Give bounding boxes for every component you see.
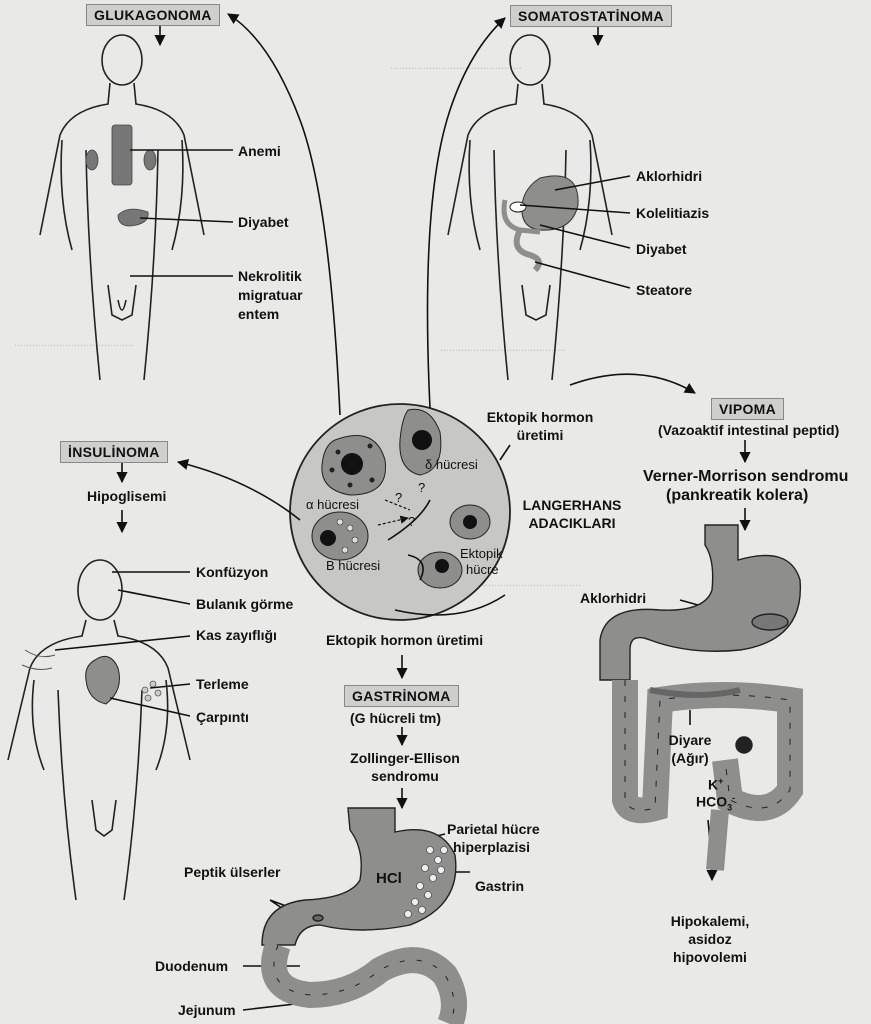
gastrinoma-duodenum: Duodenum (155, 958, 229, 974)
somatostatinoma-gi-organs (501, 175, 579, 273)
insulinoma-heart (21, 649, 162, 705)
somatostatinoma-symptom-achlorhydria: Aklorhidri (636, 168, 703, 184)
vipoma-title: VIPOMA (711, 398, 785, 420)
connector-arrows (54, 13, 771, 1011)
vipoma-diarrhea-1: Diyare (668, 732, 712, 748)
glucagonoma-symptom-diabetes: Diyabet (238, 214, 289, 230)
glucagonoma-symptom-rash-2: migratuar (238, 287, 303, 303)
ectopic-production-bottom: Ektopik hormon üretimi (326, 632, 484, 648)
potassium-symbol: K (708, 776, 719, 793)
glucagonoma-symptom-rash-3: entem (238, 306, 280, 322)
insulinoma-symptom-palpitation: Çarpıntı (196, 709, 249, 725)
insulinoma-hypoglycemia: Hipoglisemi (87, 488, 167, 504)
islet-title-1: LANGERHANS (522, 497, 622, 513)
ectopic-cell-label-2: hücre (466, 562, 499, 577)
gastrinoma-parietal-1: Parietal hücre (447, 821, 540, 837)
gastrinoma-gastrin: Gastrin (475, 878, 525, 894)
gastrinoma-title: GASTRİNOMA (344, 685, 459, 707)
bicarbonate-charge: - (732, 793, 736, 803)
islet-title-2: ADACIKLARI (528, 515, 616, 531)
glucagonoma-body-figure (39, 34, 205, 381)
vipoma-diarrhea-2: (Ağır) (671, 750, 709, 766)
vipoma-result-2: asidoz (688, 931, 732, 947)
langerhans-islet (289, 403, 511, 621)
insulinoma-title: İNSULİNOMA (60, 441, 168, 463)
bicarbonate-symbol: HCO (696, 793, 728, 810)
potassium-charge: + (718, 776, 724, 786)
ectopic-production-1: Ektopik hormon (486, 409, 594, 425)
gastrinoma-ulcers: Peptik ülserler (184, 864, 281, 880)
somatostatinoma-title: SOMATOSTATİNOMA (510, 5, 672, 27)
question-mark-2: ? (408, 514, 416, 529)
glucagonoma-symptom-rash-1: Nekrolitik (238, 268, 302, 284)
vipoma-result-1: Hipokalemi, (670, 913, 750, 929)
vipoma-stomach-colon (599, 524, 803, 871)
insulinoma-symptom-confusion: Konfüzyon (196, 564, 269, 580)
insulinoma-symptom-blurred-vision: Bulanık görme (196, 596, 294, 612)
gastrinoma-syndrome-2: sendromu (371, 768, 439, 784)
gastrinoma-parietal-2: hiperplazisi (453, 839, 531, 855)
gastrinoma-gcell: (G hücreli tm) (350, 710, 442, 726)
vipoma-result-3: hipovolemi (673, 949, 747, 965)
insulinoma-symptom-sweating: Terleme (196, 676, 249, 692)
vipoma-potassium: K+ (708, 773, 723, 794)
gastrinoma-hcl: HCl (376, 870, 402, 887)
vipoma-achlorhydria: Aklorhidri (580, 590, 647, 606)
bicarbonate-subscript: 3 (727, 802, 733, 813)
delta-cell-label: δ hücresi (425, 457, 478, 472)
glucagonoma-title: GLUKAGONOMA (86, 4, 220, 26)
gastrinoma-jejunum: Jejunum (178, 1002, 236, 1018)
insulinoma-symptom-muscle-weakness: Kas zayıflığı (196, 627, 277, 643)
beta-cell-label: B hücresi (326, 558, 381, 573)
somatostatinoma-symptom-cholelithiasis: Kolelitiazis (636, 205, 710, 221)
somatostatinoma-symptom-diabetes: Diyabet (636, 241, 687, 257)
insulinoma-body-figure (7, 559, 191, 901)
vipoma-syndrome-1: Verner-Morrison sendromu (643, 468, 849, 485)
ectopic-cell-label-1: Ektopik (460, 546, 503, 561)
vipoma-bicarbonate: HCO3- (696, 790, 735, 816)
vipoma-peptide: (Vazoaktif intestinal peptid) (658, 422, 840, 438)
alpha-cell-label: α hücresi (306, 497, 360, 512)
gastrinoma-syndrome-1: Zollinger-Ellison (350, 750, 460, 766)
glucagonoma-rash-patches (85, 124, 157, 227)
question-mark-1: ? (395, 490, 403, 505)
ectopic-production-2: üretimi (516, 427, 564, 443)
glucagonoma-symptom-anemia: Anemi (238, 143, 281, 159)
gastrinoma-stomach (261, 807, 467, 1024)
somatostatinoma-symptom-steatorrhea: Steatore (636, 282, 693, 298)
question-mark-3: ? (418, 480, 426, 495)
vipoma-syndrome-2: (pankreatik kolera) (666, 487, 809, 504)
